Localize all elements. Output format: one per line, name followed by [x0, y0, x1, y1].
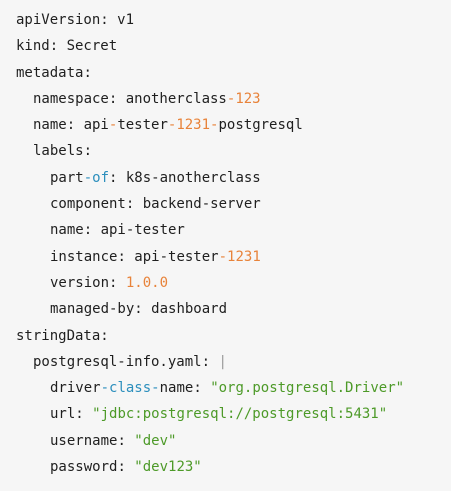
- yaml-value-string: "jdbc:postgresql://postgresql:5431": [92, 406, 388, 423]
- yaml-separator: :: [125, 196, 143, 213]
- code-line-postgresql-info: postgresql-info.yaml: |: [0, 349, 451, 375]
- code-line-string-data: stringData:: [0, 323, 451, 349]
- yaml-key: driver: [50, 380, 101, 397]
- yaml-value: postgresql: [218, 117, 303, 134]
- yaml-separator: :: [66, 117, 84, 134]
- yaml-value-string: "org.postgresql.Driver": [210, 380, 405, 397]
- yaml-value: v1: [117, 12, 135, 28]
- code-line-username: username: "dev": [0, 428, 451, 454]
- yaml-separator: :: [49, 38, 67, 55]
- yaml-key: component: [50, 196, 126, 213]
- yaml-separator: :: [100, 12, 118, 28]
- yaml-separator: :: [83, 222, 101, 239]
- code-line-name: name: api-tester-1231-postgresql: [0, 112, 451, 138]
- code-line-namespace: namespace: anotherclass-123: [0, 86, 451, 112]
- code-line-instance: instance: api-tester-1231: [0, 244, 451, 270]
- yaml-key: metadata: [16, 64, 84, 81]
- yaml-value-dash: -: [167, 117, 177, 134]
- yaml-value: api-tester: [100, 222, 185, 239]
- yaml-value: api: [83, 117, 109, 134]
- yaml-block-pipe: |: [218, 353, 227, 370]
- yaml-key: managed-by: [50, 301, 135, 318]
- yaml-key: password: [50, 459, 118, 476]
- yaml-key: part: [50, 169, 84, 186]
- code-line-label-name: name: api-tester: [0, 217, 451, 243]
- code-line-url: url: "jdbc:postgresql://postgresql:5431": [0, 401, 451, 427]
- code-line-driver-class-name: driver-class-name: "org.postgresql.Drive…: [0, 375, 451, 401]
- code-line-password: password: "dev123": [0, 454, 451, 480]
- code-line-version: version: 1.0.0: [0, 270, 451, 296]
- yaml-key: username: [50, 432, 118, 449]
- yaml-key-keyword: of: [92, 169, 110, 186]
- yaml-key-dash: -: [100, 380, 110, 397]
- yaml-separator: :: [100, 327, 109, 344]
- yaml-value-number: 1231: [176, 117, 211, 134]
- code-line-metadata: metadata:: [0, 60, 451, 86]
- yaml-key-dash: -: [83, 169, 93, 186]
- yaml-key: name: [50, 222, 84, 239]
- code-line-labels: labels:: [0, 138, 451, 164]
- yaml-value: anotherclass: [125, 90, 227, 107]
- yaml-value: dashboard: [151, 301, 228, 318]
- yaml-value: tester: [117, 117, 168, 134]
- yaml-value-number: 123: [235, 90, 261, 107]
- yaml-value-dash: -: [218, 248, 228, 265]
- yaml-key: kind: [16, 38, 50, 55]
- yaml-separator: :: [75, 406, 93, 423]
- yaml-value-string: "dev": [134, 432, 177, 449]
- yaml-separator: :: [108, 90, 126, 107]
- yaml-value-string: "dev123": [134, 459, 202, 476]
- yaml-separator: :: [134, 301, 152, 318]
- code-line-component: component: backend-server: [0, 191, 451, 217]
- yaml-key: apiVersion: [16, 12, 101, 28]
- yaml-key: postgresql-info.yaml: [33, 353, 202, 370]
- yaml-separator: :: [109, 169, 126, 186]
- yaml-value: api-tester: [134, 248, 219, 265]
- yaml-value-dash: -: [226, 90, 236, 107]
- yaml-key: namespace: [33, 90, 109, 107]
- yaml-separator: :: [83, 64, 92, 81]
- yaml-separator: :: [193, 380, 211, 397]
- code-line-api-version: apiVersion: v1: [0, 7, 451, 33]
- yaml-value-dash: -: [210, 117, 219, 134]
- yaml-key: version: [50, 274, 110, 291]
- yaml-key: name: [33, 117, 67, 134]
- yaml-separator: :: [109, 274, 126, 291]
- yaml-key: url: [50, 406, 76, 423]
- yaml-value: k8s-anotherclass: [125, 169, 261, 186]
- yaml-value: backend-server: [142, 196, 261, 213]
- yaml-separator: :: [117, 248, 135, 265]
- yaml-key-dash: -: [151, 380, 160, 397]
- yaml-separator: :: [117, 459, 135, 476]
- yaml-separator: :: [117, 432, 135, 449]
- yaml-separator: :: [83, 143, 93, 160]
- yaml-value-dash: -: [108, 117, 118, 134]
- yaml-value-number: 1231: [227, 248, 261, 265]
- yaml-value: Secret: [66, 38, 118, 55]
- yaml-key: name: [159, 380, 194, 397]
- yaml-key-keyword: class: [109, 380, 152, 397]
- code-line-kind: kind: Secret: [0, 33, 451, 59]
- yaml-key: instance: [50, 248, 118, 265]
- yaml-value-number: 1.0.0: [125, 274, 169, 291]
- yaml-key: labels: [33, 143, 84, 160]
- code-line-managed-by: managed-by: dashboard: [0, 296, 451, 322]
- yaml-key: stringData: [16, 327, 101, 344]
- yaml-separator: :: [201, 353, 219, 370]
- code-line-part-of: part-of: k8s-anotherclass: [0, 165, 451, 191]
